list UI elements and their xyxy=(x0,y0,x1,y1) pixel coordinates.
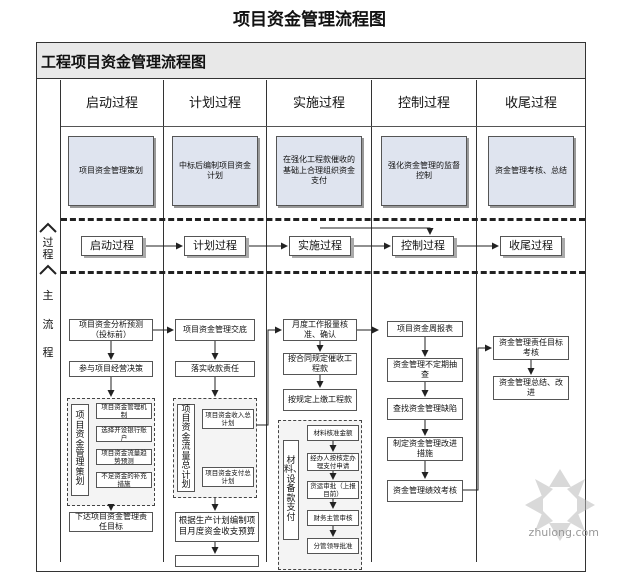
lane-divider-bottom xyxy=(61,271,585,274)
column-header-close: 收尾过程 xyxy=(504,96,557,111)
process-control: 控制过程 xyxy=(392,236,454,256)
arrow-col4-to-col5 xyxy=(463,344,492,491)
column-separator xyxy=(163,80,164,562)
page-title: 项目资金管理流程图 xyxy=(233,10,386,30)
chart-title: 工程项目资金管理流程图 xyxy=(37,43,585,79)
column-header-control: 控制过程 xyxy=(397,96,450,111)
col3-step-collect: 按合同规定催收工程款 xyxy=(283,353,357,375)
lane-label-main-flow: 主流程 xyxy=(38,264,58,368)
lane-label-process: 过程 xyxy=(38,222,58,260)
chevron-up-icon xyxy=(39,222,57,233)
col1-sub-2: 选择开设银行账户 xyxy=(96,426,152,442)
col3-sub-3: 货运审批（上报目前） xyxy=(307,481,359,499)
col1-sub-3: 项目资金流量趋势预测 xyxy=(96,449,152,465)
col4-step-weekly: 项目资金周报表 xyxy=(387,321,463,337)
col1-group-label: 项目资金管理策划 xyxy=(71,404,89,496)
process-plan: 计划过程 xyxy=(184,236,246,256)
column-separator xyxy=(371,80,372,562)
column-separator xyxy=(266,80,267,562)
col3-sub-5: 分管领导批准 xyxy=(307,538,359,554)
col2-sub-1: 项目资金收入总计划 xyxy=(202,409,254,429)
watermark-text: zhulong.com xyxy=(528,526,599,539)
column-header-start: 启动过程 xyxy=(85,96,138,111)
col2-step-briefing: 项目资金管理交底 xyxy=(175,319,255,341)
process-start: 启动过程 xyxy=(81,236,143,256)
col3-sub-4: 财务主管审核 xyxy=(307,510,359,526)
col5-step-target-review: 资金管理责任目标考核 xyxy=(493,336,569,360)
process-close: 收尾过程 xyxy=(500,236,562,256)
col1-step-analysis: 项目资金分析预测（投标前） xyxy=(69,319,153,341)
col4-step-defects: 查找资金管理缺陷 xyxy=(387,398,463,420)
col3-group-label: 材料、设备款支付 xyxy=(283,440,302,540)
col2-step-budget: 根据生产计划编制项目月度资金收支预算 xyxy=(175,512,259,542)
col3-sub-2: 经办人按核定办理支付申请 xyxy=(307,453,359,471)
col1-step-decision: 参与项目经营决策 xyxy=(69,361,153,377)
col3-sub-1: 材料核准金额 xyxy=(307,425,359,441)
col1-step-target: 下达项目资金管理责任目标 xyxy=(69,512,153,532)
lane-separator xyxy=(60,80,61,562)
column-header-execute: 实施过程 xyxy=(292,96,345,111)
top-box-start: 项目资金管理策划 xyxy=(68,136,154,206)
chevron-up-icon xyxy=(39,264,57,275)
col5-step-summary: 资金管理总结、改进 xyxy=(493,376,569,400)
col1-sub-4: 不足资金的补充措施 xyxy=(96,472,152,488)
col1-sub-1: 项目资金管理机制 xyxy=(96,403,152,419)
column-header-plan: 计划过程 xyxy=(188,96,241,111)
col3-step-remit: 按规定上缴工程款 xyxy=(283,389,357,411)
process-execute: 实施过程 xyxy=(289,236,351,256)
column-separator xyxy=(476,80,477,562)
col4-step-improve: 制定资金管理改进措施 xyxy=(387,437,463,461)
top-box-execute: 在强化工程款催收的基础上合理组织资金支付 xyxy=(276,136,362,206)
top-box-close: 资金管理考核、总结 xyxy=(488,136,574,206)
header-divider xyxy=(61,126,585,127)
col4-step-spotcheck: 资金管理不定期抽查 xyxy=(387,358,463,382)
top-box-control: 强化资金管理的监督控制 xyxy=(381,136,467,206)
col4-step-performance: 资金管理绩效考核 xyxy=(387,480,463,502)
watermark-logo-icon xyxy=(525,469,595,541)
col3-step-measure: 月度工作报量核准、确认 xyxy=(283,319,357,341)
lane-divider-top xyxy=(61,218,585,221)
col2-step-collection: 落实收款责任 xyxy=(175,361,255,377)
arrow-upper-loop xyxy=(320,227,434,235)
top-box-plan: 中标后编制项目资金计划 xyxy=(172,136,258,206)
arrow-col2-to-col3 xyxy=(257,326,282,426)
col2-sub-2: 项目资金支付总计划 xyxy=(202,467,254,487)
col2-group-label: 项目资金流量总计划 xyxy=(177,404,195,492)
